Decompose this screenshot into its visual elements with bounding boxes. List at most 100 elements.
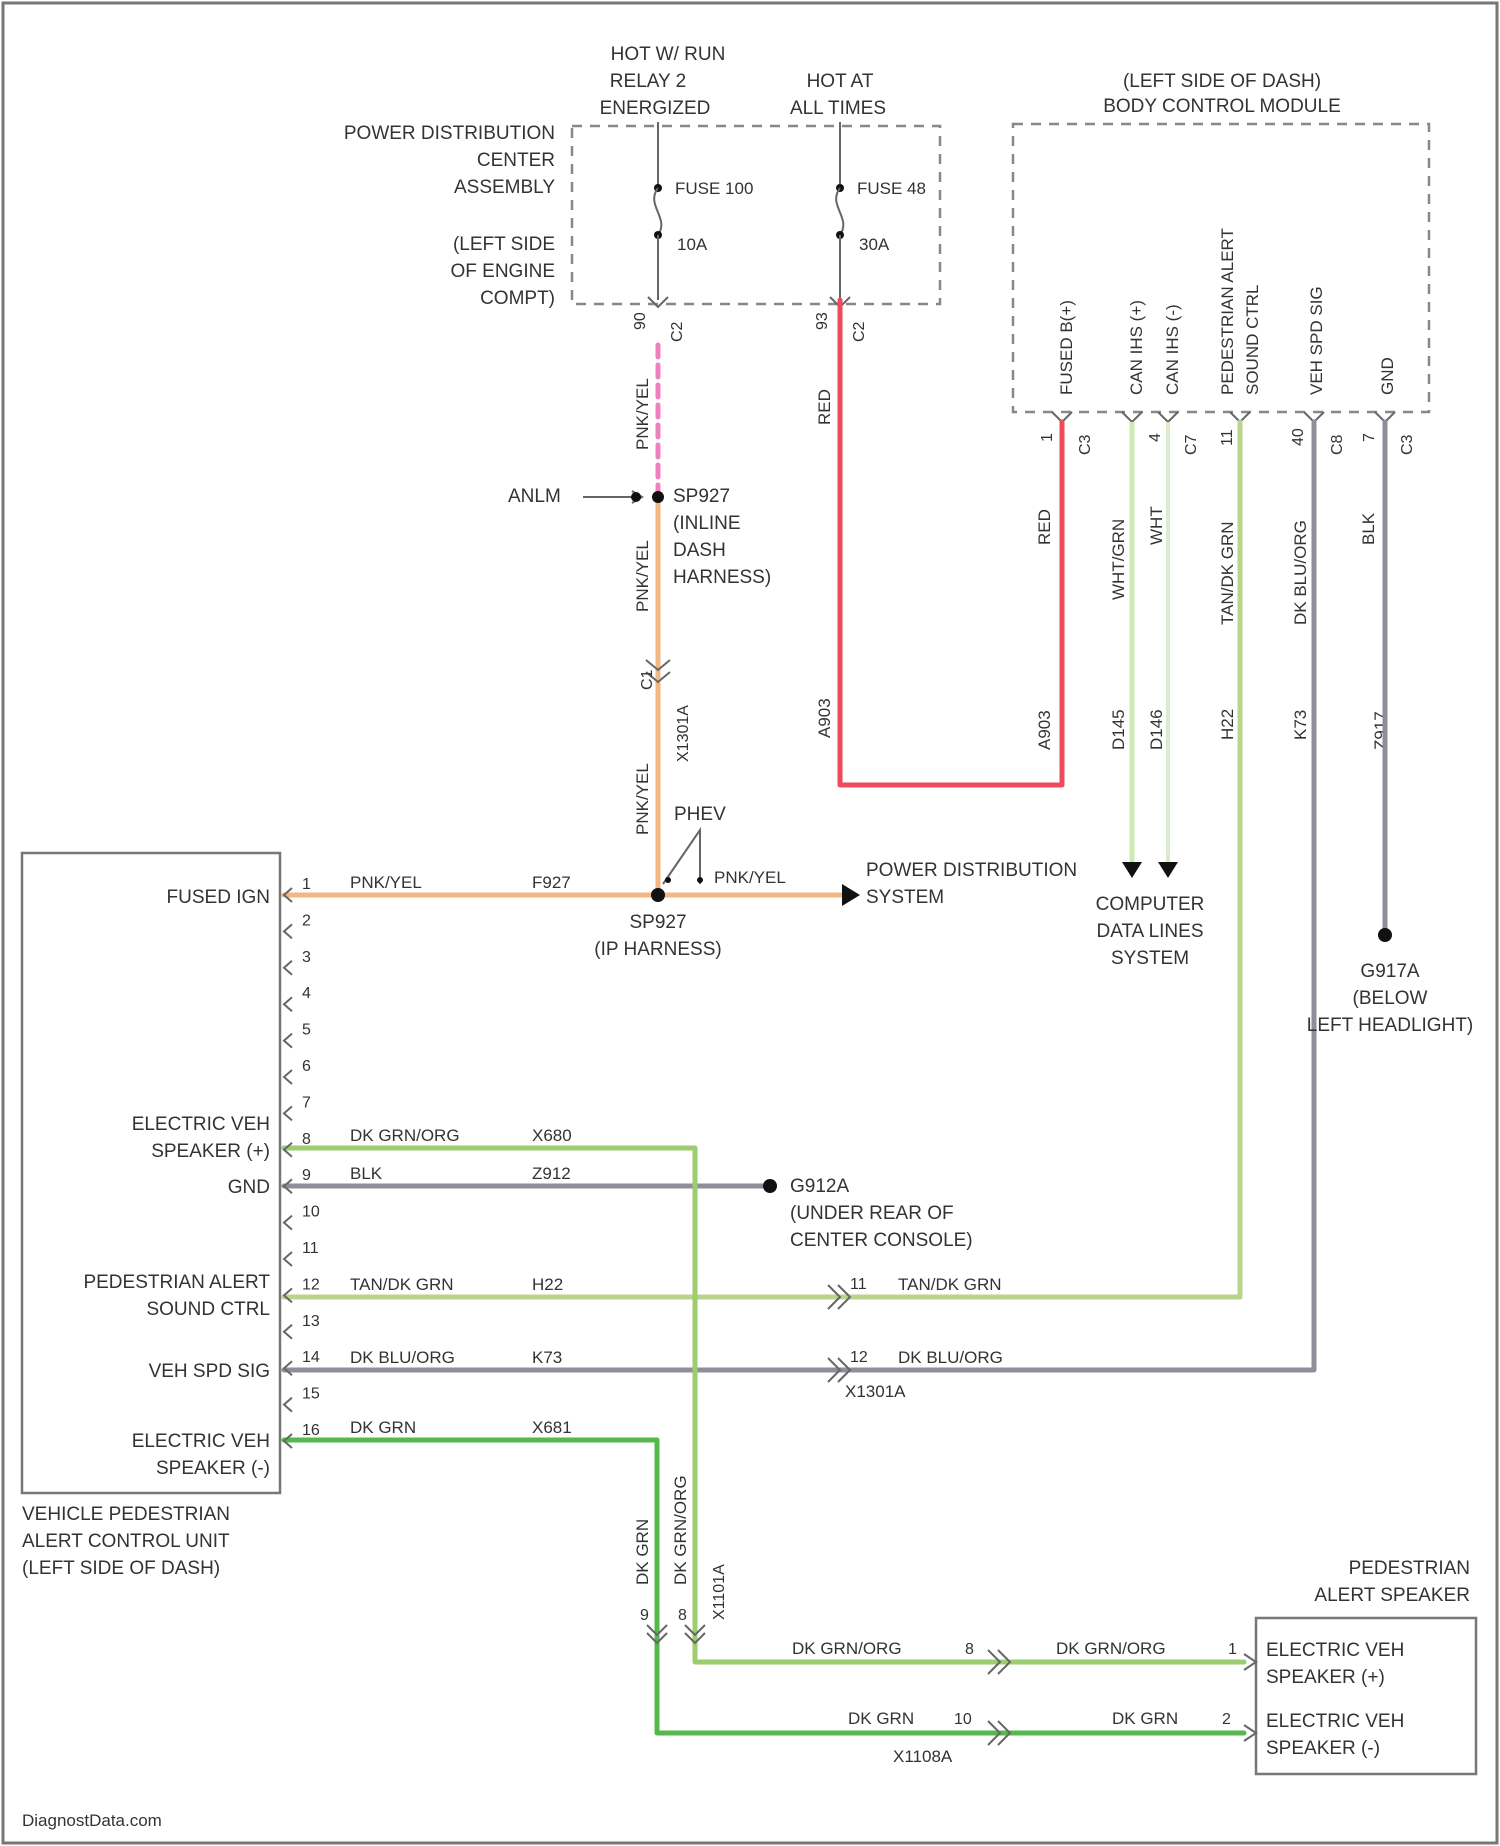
svg-text:H22: H22 <box>1218 709 1237 740</box>
pin-number: 8 <box>302 1131 311 1148</box>
svg-text:RED: RED <box>1035 509 1054 545</box>
svg-text:BLK: BLK <box>1359 512 1378 545</box>
svg-text:8: 8 <box>678 1607 687 1624</box>
red-label-1: RED <box>815 389 834 425</box>
svg-text:K73: K73 <box>532 1348 562 1367</box>
pin-number: 12 <box>302 1276 320 1293</box>
svg-text:K73: K73 <box>1291 710 1310 740</box>
svg-text:GND: GND <box>1378 357 1397 395</box>
svg-text:30A: 30A <box>859 235 890 254</box>
pin-number: 15 <box>302 1386 320 1403</box>
svg-text:CENTER: CENTER <box>477 150 555 171</box>
svg-text:7: 7 <box>1361 433 1378 442</box>
ground-g912a <box>763 1179 777 1193</box>
svg-text:SYSTEM: SYSTEM <box>866 887 944 908</box>
svg-text:90: 90 <box>632 312 649 330</box>
svg-text:VEH SPD SIG: VEH SPD SIG <box>1307 286 1326 395</box>
pin-number: 7 <box>302 1094 311 1111</box>
svg-text:G917A: G917A <box>1360 961 1419 982</box>
svg-text:WHT: WHT <box>1147 506 1166 545</box>
svg-text:RELAY 2: RELAY 2 <box>610 71 686 92</box>
svg-text:1: 1 <box>1039 433 1056 442</box>
svg-text:X681: X681 <box>532 1418 572 1437</box>
watermark: DiagnostData.com <box>22 1811 162 1830</box>
svg-text:ASSEMBLY: ASSEMBLY <box>454 177 555 198</box>
svg-text:C7: C7 <box>1183 434 1200 455</box>
svg-text:SPEAKER (-): SPEAKER (-) <box>156 1458 270 1479</box>
svg-text:HOT W/ RUN: HOT W/ RUN <box>611 44 726 65</box>
svg-text:ELECTRIC VEH: ELECTRIC VEH <box>132 1114 270 1135</box>
svg-text:TAN/DK GRN: TAN/DK GRN <box>898 1275 1002 1294</box>
pnk-yel-label-1: PNK/YEL <box>633 378 652 450</box>
svg-text:C2: C2 <box>851 321 868 342</box>
svg-text:TAN/DK GRN: TAN/DK GRN <box>1218 521 1237 625</box>
svg-text:(LEFT SIDE: (LEFT SIDE <box>453 234 555 255</box>
svg-text:DK GRN: DK GRN <box>1112 1709 1178 1728</box>
svg-text:SYSTEM: SYSTEM <box>1111 948 1189 969</box>
pin-number: 1 <box>302 876 311 893</box>
svg-text:DK BLU/ORG: DK BLU/ORG <box>898 1348 1003 1367</box>
svg-text:BLK: BLK <box>350 1164 383 1183</box>
svg-text:X1301A: X1301A <box>675 705 692 762</box>
svg-text:HOT AT: HOT AT <box>807 71 874 92</box>
svg-text:GND: GND <box>228 1177 270 1198</box>
svg-text:DK BLU/ORG: DK BLU/ORG <box>350 1348 455 1367</box>
phev-wire-label: PNK/YEL <box>714 868 786 887</box>
svg-text:1: 1 <box>1228 1641 1237 1658</box>
svg-text:LEFT HEADLIGHT): LEFT HEADLIGHT) <box>1307 1015 1473 1036</box>
pin-number: 11 <box>302 1240 319 1257</box>
svg-text:(BELOW: (BELOW <box>1353 988 1428 1009</box>
pin-number: 16 <box>302 1422 320 1439</box>
svg-text:C3: C3 <box>1399 434 1416 455</box>
svg-text:10A: 10A <box>677 235 708 254</box>
svg-text:SPEAKER (+): SPEAKER (+) <box>151 1141 270 1162</box>
svg-text:ALERT CONTROL UNIT: ALERT CONTROL UNIT <box>22 1531 230 1552</box>
svg-text:C1: C1 <box>639 669 656 690</box>
splice-sp927-ip <box>651 888 665 902</box>
svg-text:CAN IHS (+): CAN IHS (+) <box>1127 300 1146 395</box>
svg-text:PEDESTRIAN ALERT: PEDESTRIAN ALERT <box>1218 228 1237 395</box>
svg-text:FUSED IGN: FUSED IGN <box>167 887 270 908</box>
svg-text:SP927: SP927 <box>629 912 686 933</box>
svg-text:BODY CONTROL MODULE: BODY CONTROL MODULE <box>1103 96 1341 117</box>
pin-number: 10 <box>302 1204 320 1221</box>
svg-text:G912A: G912A <box>790 1176 849 1197</box>
svg-text:COMPT): COMPT) <box>480 288 555 309</box>
vpacu-title: VEHICLE PEDESTRIAN ALERT CONTROL UNIT (L… <box>22 1504 230 1579</box>
pin-number: 4 <box>302 985 311 1002</box>
svg-text:F927: F927 <box>532 873 571 892</box>
svg-text:C3: C3 <box>1077 434 1094 455</box>
a903-label: A903 <box>815 698 834 738</box>
pin-number: 6 <box>302 1058 311 1075</box>
svg-text:SOUND CTRL: SOUND CTRL <box>146 1299 270 1320</box>
svg-text:(IP HARNESS): (IP HARNESS) <box>594 939 721 960</box>
svg-text:POWER DISTRIBUTION: POWER DISTRIBUTION <box>344 123 555 144</box>
svg-text:40: 40 <box>1290 428 1307 446</box>
svg-text:DK GRN: DK GRN <box>350 1418 416 1437</box>
svg-text:DK GRN/ORG: DK GRN/ORG <box>792 1639 902 1658</box>
svg-text:CENTER CONSOLE): CENTER CONSOLE) <box>790 1230 973 1251</box>
svg-text:WHT/GRN: WHT/GRN <box>1109 519 1128 600</box>
svg-text:X680: X680 <box>532 1126 572 1145</box>
svg-text:DK GRN: DK GRN <box>633 1519 652 1585</box>
svg-text:(UNDER REAR OF: (UNDER REAR OF <box>790 1203 954 1224</box>
svg-text:ELECTRIC VEH: ELECTRIC VEH <box>132 1431 270 1452</box>
svg-text:DATA LINES: DATA LINES <box>1097 921 1204 942</box>
svg-text:SPEAKER (+): SPEAKER (+) <box>1266 1667 1385 1688</box>
svg-text:(LEFT SIDE OF DASH): (LEFT SIDE OF DASH) <box>22 1558 220 1579</box>
svg-text:ELECTRIC VEH: ELECTRIC VEH <box>1266 1640 1404 1661</box>
svg-text:PHEV: PHEV <box>674 804 726 825</box>
svg-text:PEDESTRIAN: PEDESTRIAN <box>1349 1558 1470 1579</box>
pnk-yel-label-3: PNK/YEL <box>633 763 652 835</box>
svg-text:2: 2 <box>1222 1711 1231 1728</box>
svg-text:SP927: SP927 <box>673 486 730 507</box>
svg-text:12: 12 <box>850 1349 868 1366</box>
svg-text:OF ENGINE: OF ENGINE <box>450 261 555 282</box>
svg-text:FUSE 100: FUSE 100 <box>675 179 753 198</box>
svg-text:DK GRN/ORG: DK GRN/ORG <box>350 1126 460 1145</box>
svg-text:9: 9 <box>640 1607 649 1624</box>
svg-text:ALERT SPEAKER: ALERT SPEAKER <box>1314 1585 1470 1606</box>
svg-text:FUSED B(+): FUSED B(+) <box>1057 300 1076 395</box>
svg-text:ELECTRIC VEH: ELECTRIC VEH <box>1266 1711 1404 1732</box>
svg-text:TAN/DK GRN: TAN/DK GRN <box>350 1275 454 1294</box>
